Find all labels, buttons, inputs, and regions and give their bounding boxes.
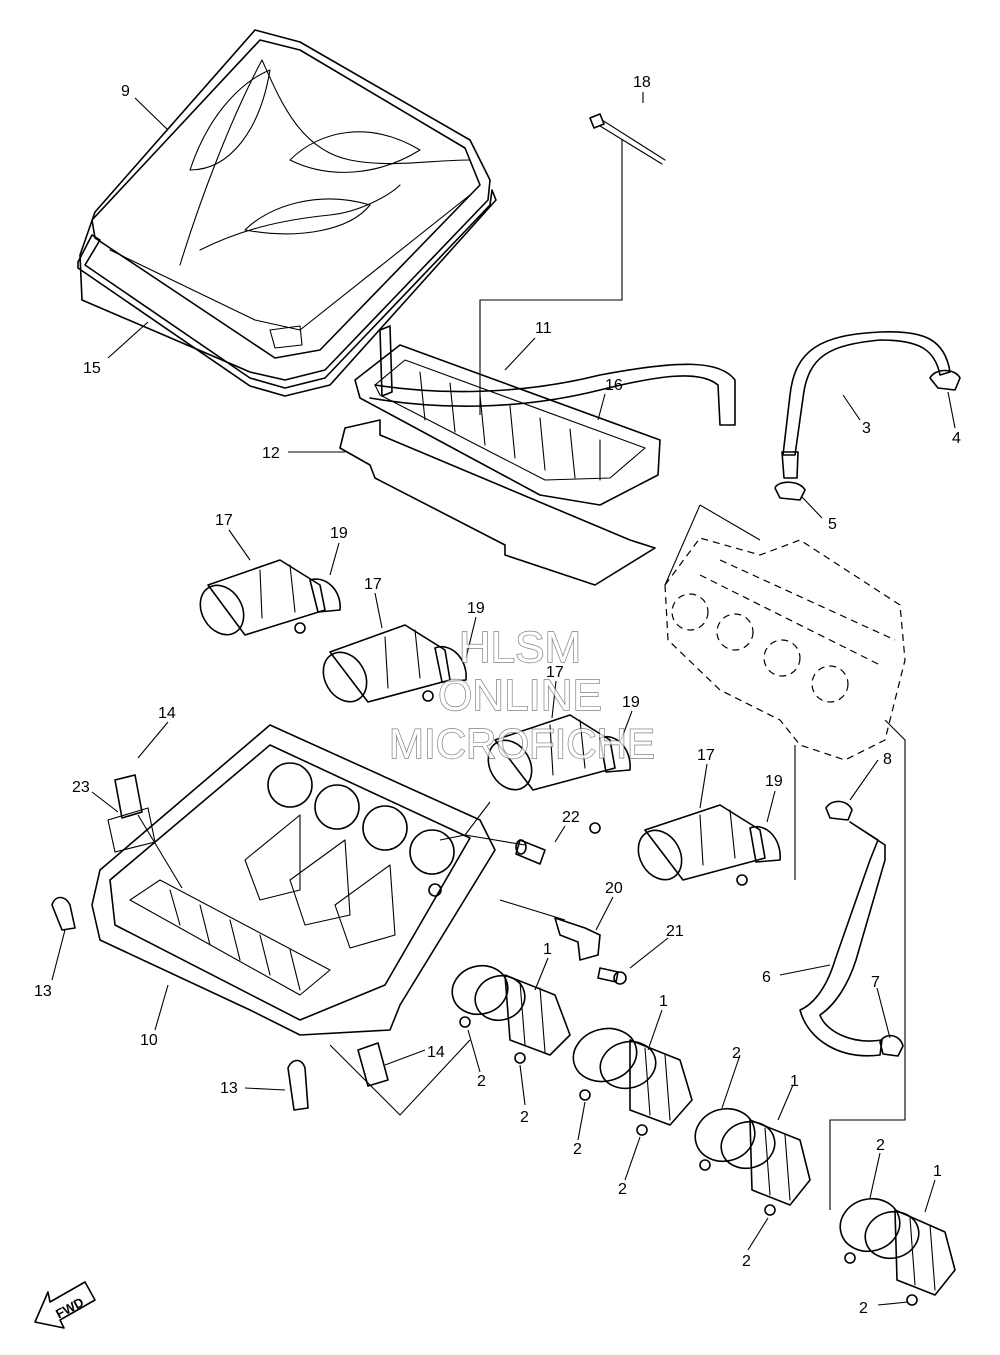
callout-19a: 19 — [330, 525, 348, 542]
callout-7: 7 — [871, 974, 880, 991]
callout-19d: 19 — [765, 773, 783, 790]
air-cleaner-seal — [77, 189, 497, 397]
watermark: HLSM ONLINE MICROFICHE — [388, 622, 655, 767]
callout-19b: 19 — [467, 600, 485, 617]
watermark-line-1: HLSM — [459, 623, 581, 672]
clip-13b — [287, 1059, 309, 1111]
label-23 — [107, 807, 156, 853]
throttle-body-reference — [664, 504, 906, 1210]
funnel-set-2 — [322, 624, 467, 703]
cable-tie — [589, 113, 666, 165]
callout-5: 5 — [828, 516, 837, 533]
callout-4: 4 — [952, 430, 961, 447]
callout-3: 3 — [862, 420, 871, 437]
fwd-arrow: FWD — [34, 1281, 96, 1329]
callout-9: 9 — [121, 83, 130, 100]
callout-19c: 19 — [622, 694, 640, 711]
callout-21: 21 — [666, 923, 684, 940]
joint-set-2 — [572, 1027, 693, 1136]
callout-16: 16 — [605, 377, 623, 394]
hose-clamp-8 — [825, 800, 853, 821]
funnel-set-1 — [199, 559, 341, 636]
sensor-20 — [554, 917, 601, 961]
joint-set-4 — [839, 1197, 956, 1306]
joint-set-3 — [694, 1107, 811, 1216]
air-cleaner-case — [91, 724, 496, 1036]
callout-18: 18 — [633, 74, 651, 91]
callout-1c: 1 — [790, 1073, 799, 1090]
callout-17a: 17 — [215, 512, 233, 529]
callout-10: 10 — [140, 1032, 158, 1049]
callout-1d: 1 — [933, 1163, 942, 1180]
callout-15: 15 — [83, 360, 101, 377]
callout-2d: 2 — [618, 1181, 627, 1198]
watermark-line-3: MICROFICHE — [389, 720, 655, 767]
callout-11: 11 — [535, 320, 552, 337]
callout-13a: 13 — [34, 983, 52, 1000]
fwd-label: FWD — [53, 1294, 86, 1321]
callout-8: 8 — [883, 751, 892, 768]
joint-set-1 — [451, 964, 571, 1064]
callout-22: 22 — [562, 809, 580, 826]
callout-labels: 9 15 18 11 16 12 3 4 5 17 19 17 19 17 19… — [34, 74, 961, 1317]
callout-2h: 2 — [859, 1300, 868, 1317]
rubber-damper-14a — [114, 774, 143, 819]
callout-2c: 2 — [573, 1141, 582, 1158]
callout-6: 6 — [762, 969, 771, 986]
bolt-21 — [597, 967, 627, 985]
hose-clamp-7 — [879, 1034, 904, 1057]
callout-14a: 14 — [158, 705, 176, 722]
cap-22 — [515, 839, 546, 865]
air-filter-element — [354, 325, 661, 506]
callout-2e: 2 — [732, 1045, 741, 1062]
funnel-set-4 — [637, 804, 781, 886]
callout-20: 20 — [605, 880, 623, 897]
filter-sponge — [339, 419, 656, 586]
rubber-damper-14b — [357, 1042, 389, 1087]
callout-17b: 17 — [364, 576, 382, 593]
callout-2a: 2 — [477, 1073, 486, 1090]
callout-17c: 17 — [546, 664, 564, 681]
air-cleaner-cover — [79, 29, 491, 381]
hose-6 — [799, 821, 886, 1057]
hose-clamp-4 — [929, 369, 961, 391]
breather-hose-16 — [369, 363, 736, 426]
callout-1a: 1 — [543, 941, 552, 958]
callout-12: 12 — [262, 445, 280, 462]
leader-lines — [51, 92, 956, 1306]
funnel-set-3 — [487, 714, 631, 834]
callout-13b: 13 — [220, 1080, 238, 1097]
callout-1b: 1 — [659, 993, 668, 1010]
callout-14b: 14 — [427, 1044, 445, 1061]
callout-2b: 2 — [520, 1109, 529, 1126]
hose-3 — [781, 330, 951, 479]
hose-clamp-5 — [774, 481, 806, 501]
callout-23: 23 — [72, 779, 90, 796]
watermark-line-2: ONLINE — [438, 671, 602, 720]
callout-2g: 2 — [876, 1137, 885, 1154]
callout-17d: 17 — [697, 747, 715, 764]
callout-2f: 2 — [742, 1253, 751, 1270]
clip-13a — [51, 896, 76, 931]
